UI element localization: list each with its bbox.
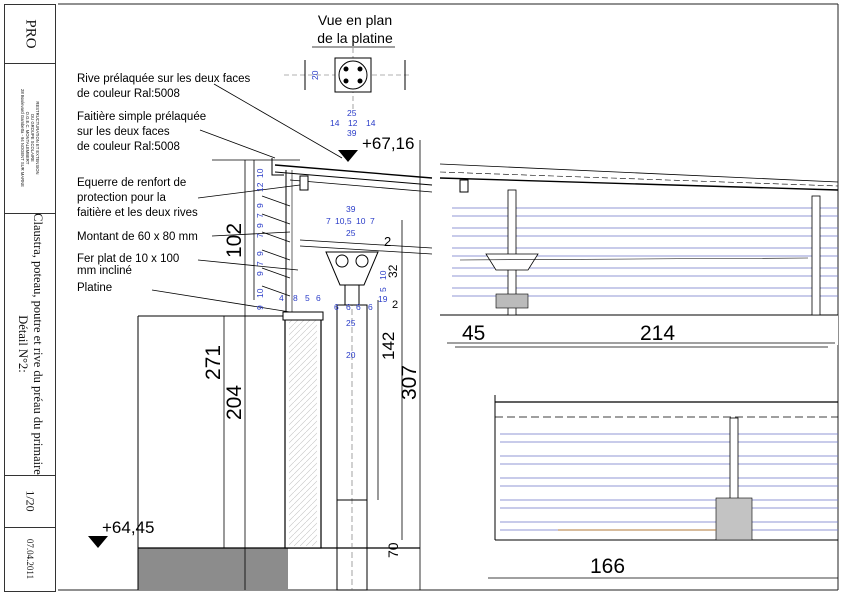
level-marker-bottom: [88, 536, 108, 548]
dim-small: 39: [346, 204, 356, 214]
dim-204: 204: [223, 385, 246, 420]
dim-small: 12: [255, 182, 265, 192]
dim-70: 70: [385, 542, 401, 558]
level-bottom: +64,45: [102, 518, 154, 537]
dim-307: 307: [398, 365, 421, 400]
louvre-slats: [261, 195, 291, 297]
dim-small: 4: [279, 293, 284, 303]
label-ferplat-1: Fer plat de 10 x 100: [77, 253, 179, 265]
dim-small: 7: [255, 213, 265, 218]
roof-line: [274, 164, 433, 179]
plan-title-line2: de la platine: [317, 30, 393, 46]
label-equerre-3: faitière et les deux rives: [77, 207, 198, 219]
project-cell: RESTRUCTURATION ET EXTENSION DU GROUPE S…: [5, 63, 55, 214]
dim-small: 7: [370, 216, 375, 226]
dim-small: 25: [347, 108, 357, 118]
dim-102: 102: [223, 223, 246, 258]
dim-small: 19: [378, 294, 388, 304]
dim-small: 20: [346, 350, 356, 360]
dim-small: 6: [356, 302, 361, 312]
dim-small: 9: [255, 271, 265, 276]
label-rive-2: de couleur Ral:5008: [77, 88, 180, 100]
elevation-roof: [439, 177, 839, 191]
dim-small: 32: [386, 264, 400, 278]
dim-small: 9: [255, 305, 265, 310]
dim-small: 9: [255, 251, 265, 256]
dim-small: 20: [310, 70, 320, 80]
phase-cell: PRO: [5, 5, 55, 64]
label-faitiere-2: sur les deux faces: [77, 126, 170, 138]
dim-small: 5: [305, 293, 310, 303]
title-block: PRO RESTRUCTURATION ET EXTENSION DU GROU…: [4, 4, 56, 592]
label-equerre-1: Equerre de renfort de: [77, 177, 186, 189]
dim-small: 2: [384, 234, 391, 249]
label-faitiere-3: de couleur Ral:5008: [77, 141, 180, 153]
label-platine: Platine: [77, 282, 112, 294]
ground-slab: [138, 548, 288, 590]
dim-small: 14: [330, 118, 340, 128]
scale-cell: 1/20: [5, 475, 55, 528]
dim-271: 271: [202, 345, 225, 380]
dim-small: 6: [346, 302, 351, 312]
label-ferplat-2: mm incliné: [77, 265, 132, 277]
dim-small: 8: [293, 293, 298, 303]
dim-166: 166: [590, 555, 625, 578]
dimension-lines: [212, 140, 421, 590]
dim-small: 14: [366, 118, 376, 128]
dim-142: 142: [379, 332, 398, 360]
dim-small: 10: [378, 270, 388, 280]
detail-elevation: [494, 395, 838, 541]
dim-small: 25: [346, 318, 356, 328]
dim-small: 9: [255, 223, 265, 228]
label-rive-1: Rive prélaquée sur les deux faces: [77, 73, 250, 85]
label-montant: Montant de 60 x 80 mm: [77, 231, 198, 243]
dim-small: 6: [368, 302, 373, 312]
dim-small: 12: [348, 118, 358, 128]
level-marker-top: [338, 150, 358, 162]
dim-214: 214: [640, 322, 675, 345]
dim-small: 25: [346, 228, 356, 238]
dim-small: 10: [356, 216, 366, 226]
plan-title-line1: Vue en plan: [318, 12, 392, 28]
dim-small: 6: [334, 302, 339, 312]
dim-small: 10,5: [335, 216, 352, 226]
plate-plan: [334, 57, 372, 93]
level-top: +67,16: [362, 134, 414, 153]
label-faitiere-1: Faitière simple prélaquée: [77, 111, 206, 123]
dim-small: 7: [255, 233, 265, 238]
dim-small: 2: [392, 299, 398, 311]
fork-connector: [325, 251, 379, 286]
leader-lines: [151, 83, 343, 313]
dim-45: 45: [462, 322, 485, 345]
dim-small: 10: [255, 288, 265, 298]
title-cell: Claustra, poteau, poutre et rive du préa…: [5, 213, 55, 476]
dim-small: 10: [255, 168, 265, 178]
dim-small: 9: [255, 203, 265, 208]
dim-small: 6: [316, 293, 321, 303]
label-equerre-2: protection pour la: [77, 192, 166, 204]
dim-small: 39: [347, 128, 357, 138]
dim-small: 7: [255, 261, 265, 266]
dim-small: 7: [326, 216, 331, 226]
dim-small: 5: [378, 287, 388, 292]
